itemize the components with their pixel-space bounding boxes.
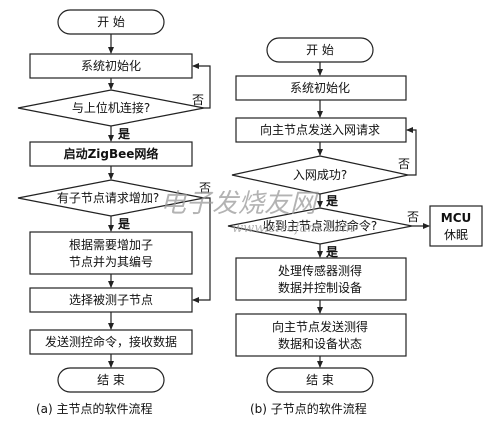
right-process-box (235, 257, 407, 301)
right-process-line1: 处理传感器测得 (278, 263, 362, 278)
right-send-box (235, 313, 407, 357)
left-send-label: 发送测控命令，接收数据 (45, 334, 177, 349)
right-start-label: 开 始 (306, 43, 334, 57)
right-command-no: 否 (407, 210, 419, 224)
right-join-request-label: 向主节点发送入网请求 (260, 122, 380, 137)
right-send-line1: 向主节点发送测得 (272, 319, 368, 334)
left-start-label: 开 始 (97, 15, 125, 29)
left-select-label: 选择被测子节点 (69, 293, 153, 307)
child-node-flowchart: 开 始 系统初始化 向主节点发送入网请求 入网成功? 否 是 收到主节点测控命令… (227, 37, 483, 416)
left-init-label: 系统初始化 (81, 59, 141, 73)
mcu-sleep-line2: 休眠 (444, 228, 468, 242)
right-join-yes: 是 (325, 194, 339, 208)
mcu-sleep-box (429, 205, 483, 247)
main-node-flowchart: 开 始 系统初始化 与上位机连接? 否 是 启动ZigBee网络 有子节点请求增… (17, 9, 211, 416)
right-end-terminator (266, 367, 374, 393)
watermark-url: www.elecfans.com (232, 221, 354, 236)
right-init-box (235, 75, 407, 101)
left-add-box (29, 231, 193, 275)
right-command-yes: 是 (325, 245, 339, 259)
right-caption: (b) 子节点的软件流程 (250, 401, 367, 416)
left-request-label: 有子节点请求增加? (57, 191, 159, 205)
watermark: 电子发烧友网 www.elecfans.com (160, 189, 354, 236)
left-select-box (29, 287, 193, 313)
right-end-label: 结 束 (306, 373, 334, 387)
mcu-sleep-line1: MCU (441, 211, 472, 225)
left-connect-yes: 是 (117, 127, 131, 141)
right-command-label: 收到主节点测控命令? (263, 218, 377, 233)
left-connect-no: 否 (192, 93, 204, 107)
right-send-line2: 数据和设备状态 (278, 336, 362, 351)
left-request-no: 否 (199, 181, 211, 195)
watermark-cn: 电子发烧友网 (160, 189, 319, 219)
left-send-box (29, 329, 193, 355)
right-join-no: 否 (398, 157, 410, 171)
left-add-line2: 节点并为其编号 (69, 254, 153, 269)
left-request-yes: 是 (117, 217, 131, 231)
left-end-label: 结 束 (97, 373, 125, 387)
left-connect-label: 与上位机连接? (72, 100, 150, 115)
right-process-line2: 数据并控制设备 (278, 280, 362, 295)
right-init-label: 系统初始化 (290, 81, 350, 95)
left-zigbee-label: 启动ZigBee网络 (64, 146, 159, 161)
left-add-line1: 根据需要增加子 (69, 238, 153, 252)
left-caption: (a) 主节点的软件流程 (36, 401, 153, 416)
left-end-terminator (57, 367, 165, 393)
right-join-label: 入网成功? (293, 168, 347, 182)
left-zigbee-box (29, 141, 193, 167)
